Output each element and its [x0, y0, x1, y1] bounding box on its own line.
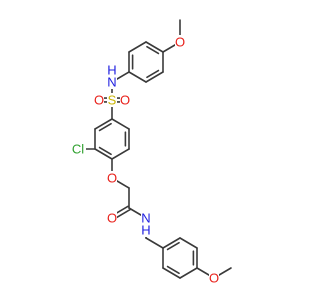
bond-c9-d1 [145, 237, 164, 249]
bond-b6-b1 [111, 118, 130, 130]
bond-d5-d6-inner [166, 265, 180, 275]
atom-h1: H [107, 63, 117, 78]
bond-a5-a6 [145, 71, 164, 83]
atom-label-o: O [107, 171, 117, 186]
bond-a2-a3 [128, 41, 147, 53]
atom-os1: O [94, 93, 104, 108]
atom-label-background [107, 93, 117, 107]
atom-label-n: N [107, 75, 116, 90]
atom-label-h: H [141, 223, 150, 238]
bond-a4-a5 [128, 71, 147, 83]
bond-a5-a6-inner [146, 69, 160, 79]
atom-label-o: O [94, 93, 104, 108]
bond-b1-b2-inner [98, 122, 112, 132]
atom-label-cl: Cl [72, 142, 84, 157]
bond-d1-d2-inner [166, 241, 180, 251]
bond-b4-b5 [111, 148, 130, 160]
atom-n1: N [107, 75, 117, 90]
atom-h2: H [141, 223, 151, 238]
atom-label-h: H [107, 63, 116, 78]
atom-o2: O [107, 171, 117, 186]
atom-label-o: O [120, 93, 130, 108]
atom-label-background [141, 211, 151, 225]
atom-label-n: N [141, 211, 150, 226]
atom-label-background [94, 93, 104, 107]
atom-label-o: O [175, 35, 185, 50]
bond-a1-a2-inner [146, 45, 160, 55]
bond-d4-d5 [179, 267, 198, 279]
bond-b3-b4-inner [98, 146, 112, 156]
atom-label-background [107, 211, 117, 225]
atom-os2: O [120, 93, 130, 108]
atom-o3: O [107, 211, 117, 226]
atom-s1: S [107, 93, 117, 108]
atom-label-o: O [107, 211, 117, 226]
atom-o4: O [209, 271, 219, 286]
atom-label-background [70, 142, 86, 156]
bond-b1-b2 [94, 118, 113, 130]
atom-label-background [107, 171, 117, 185]
atom-n2: N [141, 211, 151, 226]
bond-b3-b4 [94, 148, 113, 160]
atom-o1: O [175, 35, 185, 50]
bond-a1-a2 [145, 41, 164, 53]
atom-label-o: O [209, 271, 219, 286]
bond-d5-d6 [162, 267, 181, 279]
bond-d2-d3 [179, 237, 198, 249]
atom-label-background [141, 223, 151, 237]
atom-label-background [209, 271, 219, 285]
bond-d1-d2 [162, 237, 181, 249]
atom-label-background [107, 63, 117, 77]
atom-label-s: S [108, 93, 117, 108]
atom-label-background [107, 75, 117, 89]
bond-layer [77, 19, 232, 279]
atom-cl1: Cl [70, 142, 86, 157]
atom-label-background [120, 93, 130, 107]
atom-label-background [175, 35, 185, 49]
